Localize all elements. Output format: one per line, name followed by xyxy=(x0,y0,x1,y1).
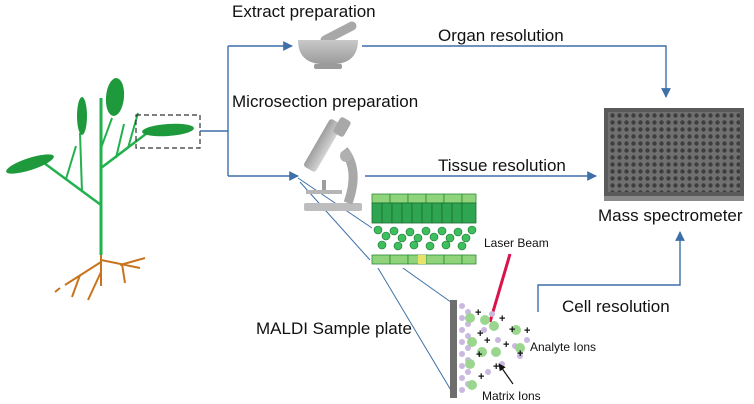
svg-text:+: + xyxy=(478,371,484,383)
svg-text:+: + xyxy=(503,339,509,351)
svg-text:+: + xyxy=(476,349,482,361)
microscope-icon xyxy=(304,117,362,211)
svg-text:+: + xyxy=(517,348,523,360)
mortar-and-pestle-icon xyxy=(298,21,358,69)
analyte-ions-label: Analyte Ions xyxy=(530,340,596,354)
maldi-sample-plate-label: MALDI Sample plate xyxy=(256,319,412,338)
svg-text:+: + xyxy=(493,361,499,373)
laser-beam-label: Laser Beam xyxy=(484,236,549,250)
svg-text:+: + xyxy=(509,324,515,336)
cell-resolution-label: Cell resolution xyxy=(562,297,670,316)
svg-text:+: + xyxy=(524,325,530,337)
svg-text:+: + xyxy=(484,335,490,347)
svg-text:+: + xyxy=(475,307,481,319)
extract-preparation-label: Extract preparation xyxy=(232,2,376,21)
organ-resolution-label: Organ resolution xyxy=(438,26,564,45)
mass-spectrometer-label: Mass spectrometer xyxy=(598,206,743,225)
mass-spectrometer-icon xyxy=(604,108,744,201)
flow-arrows xyxy=(200,41,685,393)
svg-text:+: + xyxy=(477,328,483,340)
tissue-resolution-label: Tissue resolution xyxy=(438,156,566,175)
microsection-preparation-label: Microsection preparation xyxy=(232,92,418,111)
matrix-ions-label: Matrix Ions xyxy=(482,389,541,403)
maldi-plate-icon: +++ +++ +++ ++ xyxy=(450,300,530,398)
plant-icon xyxy=(6,78,194,301)
tissue-section-icon xyxy=(371,193,477,268)
svg-text:+: + xyxy=(499,313,505,325)
laser-beam-line xyxy=(488,253,512,323)
matrix-ions-pointer xyxy=(498,363,514,385)
